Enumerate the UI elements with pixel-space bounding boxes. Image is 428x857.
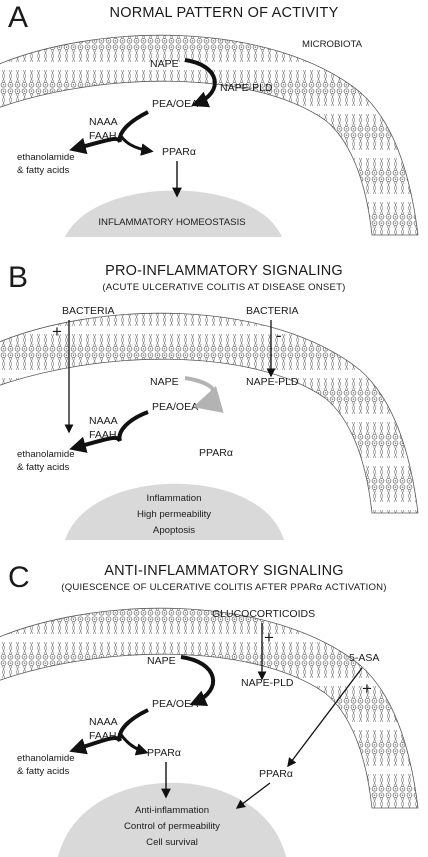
microbiota-label: MICROBIOTA <box>302 39 363 50</box>
bacteria-right-label: BACTERIA <box>246 305 299 317</box>
outcome-text: High permeability <box>137 509 211 520</box>
nape-pld-label: NAPE-PLD <box>246 376 299 388</box>
panel-letter: A <box>8 1 28 34</box>
ppar-to-dome-arrow-right <box>235 782 271 809</box>
inflammatory-homeostasis-dome <box>65 190 282 237</box>
ppar-label: PPARα <box>162 146 196 158</box>
panel-subtitle: (ACUTE ULCERATIVE COLITIS AT DISEASE ONS… <box>102 282 345 293</box>
naaa-label: NAAA <box>89 116 118 128</box>
asa-label: 5-ASA <box>349 652 379 664</box>
outcome-text: Cell survival <box>146 837 198 848</box>
ethanolamide-label: ethanolamide <box>17 753 75 764</box>
panel-c: C ANTI-INFLAMMATORY SIGNALING (QUIESCENC… <box>0 561 419 857</box>
fatty-acids-label: & fatty acids <box>17 165 69 176</box>
naaa-faah-left-arrow <box>69 708 149 755</box>
fatty-acids-label: & fatty acids <box>17 766 69 777</box>
panel-b: B PRO-INFLAMMATORY SIGNALING (ACUTE ULCE… <box>0 261 419 540</box>
ethanolamide-label: ethanolamide <box>17 152 75 163</box>
inflammation-dome <box>65 483 284 540</box>
minus-sign: - <box>276 326 282 345</box>
membrane-bilayer <box>0 34 419 236</box>
panel-a: A NORMAL PATTERN OF ACTIVITY MICROBIOTA … <box>0 1 419 237</box>
naaa-faah-right-arrow <box>118 732 149 756</box>
nape-pld-label: NAPE-PLD <box>241 677 294 689</box>
nape-to-pea-arrow <box>180 655 216 707</box>
plus-sign: + <box>52 322 62 341</box>
glucocorticoids-label: GLUCOCORTICOIDS <box>212 608 315 620</box>
panel-title: ANTI-INFLAMMATORY SIGNALING <box>104 563 344 579</box>
nape-label: NAPE <box>147 655 176 667</box>
panel-letter: C <box>8 561 30 594</box>
outcome-text: INFLAMMATORY HOMEOSTASIS <box>98 217 245 228</box>
outcome-text: Apoptosis <box>153 525 195 536</box>
anti-inflammation-dome <box>58 782 286 857</box>
ppar-label: PPARα <box>199 447 233 459</box>
panel-subtitle: (QUIESCENCE OF ULCERATIVE COLITIS AFTER … <box>61 582 386 593</box>
naaa-label: NAAA <box>89 415 118 427</box>
nape-label: NAPE <box>150 376 179 388</box>
ethanolamide-label: ethanolamide <box>17 449 75 460</box>
panel-letter: B <box>8 261 28 294</box>
plus-sign: + <box>362 679 372 698</box>
nape-label: NAPE <box>150 58 179 70</box>
pea-oea-label: PEA/OEA <box>152 698 198 710</box>
naaa-faah-left-arrow <box>69 110 149 155</box>
ppar-label: PPARα <box>259 768 293 780</box>
pea-oea-label: PEA/OEA <box>152 98 198 110</box>
outcome-text: Control of permeability <box>124 821 220 832</box>
outcome-text: Inflammation <box>147 493 202 504</box>
plus-sign: + <box>264 628 274 647</box>
naaa-label: NAAA <box>89 716 118 728</box>
ppar-label: PPARα <box>147 747 181 759</box>
nape-pld-label: NAPE-PLD <box>220 82 273 94</box>
panel-title: PRO-INFLAMMATORY SIGNALING <box>105 263 343 279</box>
pea-oea-label: PEA/OEA <box>152 401 198 413</box>
asa-to-ppar-arrow <box>287 667 363 768</box>
membrane-bilayer <box>0 607 419 809</box>
naaa-faah-right-arrow <box>118 134 154 156</box>
membrane-bilayer <box>0 312 419 514</box>
fatty-acids-label: & fatty acids <box>17 462 69 473</box>
nape-to-pea-arrow <box>184 58 217 108</box>
naaa-faah-left-arrow <box>69 410 149 453</box>
panel-title: NORMAL PATTERN OF ACTIVITY <box>110 5 339 21</box>
outcome-text: Anti-inflammation <box>135 805 209 816</box>
bacteria-left-label: BACTERIA <box>62 305 115 317</box>
nape-to-pea-arrow-grey <box>184 376 224 413</box>
